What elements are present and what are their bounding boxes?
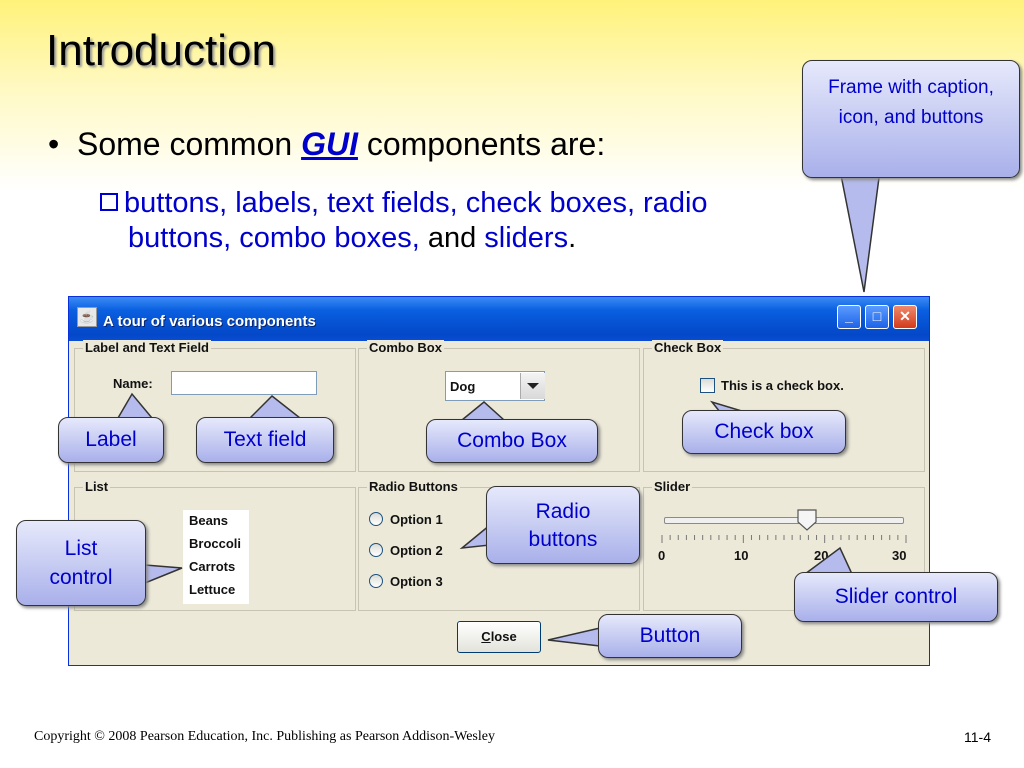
group-title: Check Box — [652, 340, 724, 355]
group-check-box: Check Box This is a check box. — [643, 340, 925, 472]
close-button-label: Close — [481, 629, 517, 644]
bullet-suffix: components are: — [357, 126, 606, 162]
bullet-line: • Some common GUI components are: — [48, 126, 605, 163]
close-button[interactable]: Close — [457, 621, 541, 653]
checkbox-label: This is a check box. — [721, 378, 844, 393]
slider-thumb[interactable] — [797, 509, 817, 531]
window-titlebar[interactable]: ☕ A tour of various components _ □ ✕ — [69, 297, 929, 341]
demo-checkbox[interactable] — [700, 378, 715, 393]
check-box-callout: Check box — [682, 410, 846, 454]
demo-window: ☕ A tour of various components _ □ ✕ Lab… — [68, 296, 930, 666]
window-title: A tour of various components — [103, 313, 316, 330]
name-text-field[interactable] — [171, 371, 317, 395]
slider-ticks — [661, 535, 907, 543]
slide-title: Introduction — [46, 26, 276, 75]
slider-tick-label: 30 — [892, 548, 907, 563]
footer-copyright: Copyright © 2008 Pearson Education, Inc.… — [34, 729, 495, 744]
radio-option-2[interactable] — [369, 543, 383, 557]
group-label-text-field: Label and Text Field Name: — [74, 340, 356, 472]
group-list: List Beans Broccoli Carrots Lettuce — [74, 479, 356, 611]
group-title: List — [83, 479, 111, 494]
sub-bullet-line2: buttons, combo boxes, and sliders. — [128, 222, 577, 254]
slider-track[interactable] — [664, 517, 904, 524]
group-title: Label and Text Field — [83, 340, 212, 355]
minimize-button[interactable]: _ — [837, 305, 861, 329]
list-item[interactable]: Broccoli — [189, 536, 242, 551]
combo-selected-value: Dog — [450, 379, 476, 394]
sub-bullet-line1: buttons, labels, text fields, check boxe… — [100, 186, 820, 221]
square-bullet-icon — [100, 193, 118, 211]
button-callout: Button — [598, 614, 742, 658]
maximize-button[interactable]: □ — [865, 305, 889, 329]
java-cup-icon: ☕ — [77, 307, 97, 327]
bullet-prefix: Some common — [76, 126, 302, 162]
radio-label: Option 2 — [390, 543, 443, 558]
radio-option-1[interactable] — [369, 512, 383, 526]
slider-control-callout: Slider control — [794, 572, 998, 622]
group-combo-box: Combo Box Dog — [358, 340, 640, 472]
slider-tick-label: 0 — [658, 548, 666, 563]
list-item[interactable]: Carrots — [189, 559, 236, 574]
group-title: Slider — [652, 479, 693, 494]
window-close-button[interactable]: ✕ — [893, 305, 917, 329]
list-item[interactable]: Beans — [189, 513, 229, 528]
gui-term: GUI — [301, 126, 358, 162]
name-label: Name: — [113, 376, 153, 391]
group-title: Combo Box — [367, 340, 444, 355]
vegetable-list[interactable]: Beans Broccoli Carrots Lettuce — [183, 510, 249, 604]
list-item[interactable]: Lettuce — [189, 582, 236, 597]
frame-callout: Frame with caption, icon, and buttons — [802, 60, 1020, 178]
footer-page-number: 11-4 — [964, 729, 991, 745]
group-title: Radio Buttons — [367, 479, 460, 494]
radio-buttons-callout: Radio buttons — [486, 486, 640, 564]
slider-tick-label: 10 — [734, 548, 749, 563]
text-field-callout: Text field — [196, 417, 334, 463]
list-control-callout: List control — [16, 520, 146, 606]
label-callout: Label — [58, 417, 164, 463]
radio-label: Option 3 — [390, 574, 443, 589]
combo-box-callout: Combo Box — [426, 419, 598, 463]
slider-tick-label: 20 — [814, 548, 829, 563]
radio-label: Option 1 — [390, 512, 443, 527]
chevron-down-icon[interactable] — [520, 373, 545, 399]
animal-combo-box[interactable]: Dog — [445, 371, 545, 401]
bullet-dot: • — [48, 126, 77, 162]
sub-bullet: buttons, labels, text fields, check boxe… — [100, 186, 820, 256]
radio-option-3[interactable] — [369, 574, 383, 588]
